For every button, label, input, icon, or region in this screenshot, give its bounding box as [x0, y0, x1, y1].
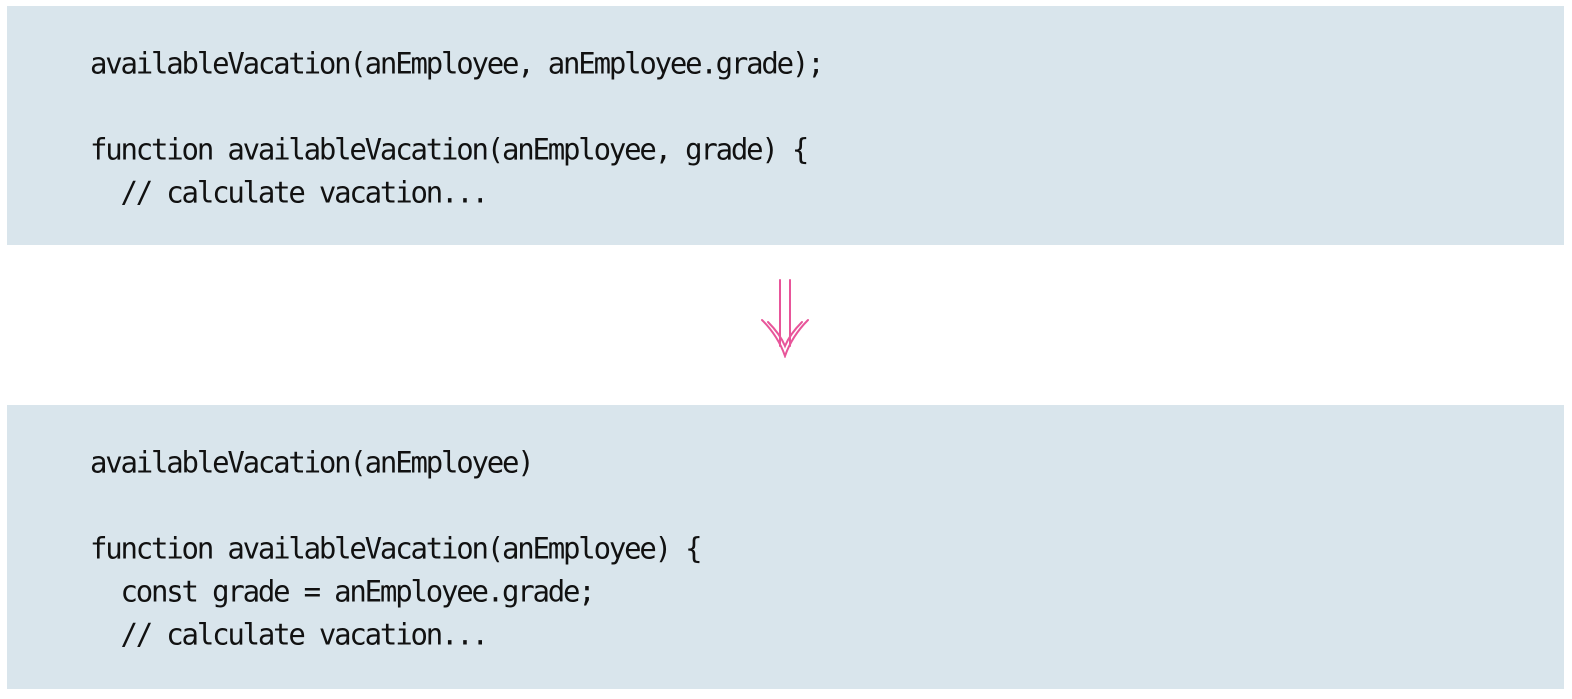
code-panel-before: availableVacation(anEmployee, anEmployee… — [7, 6, 1564, 245]
code-line — [90, 484, 1564, 528]
code-line: availableVacation(anEmployee) — [90, 445, 535, 480]
code-line: // calculate vacation... — [90, 175, 489, 210]
code-line — [90, 85, 1564, 129]
code-line: const grade = anEmployee.grade; — [90, 574, 596, 609]
code-line: function availableVacation(anEmployee, g… — [90, 132, 809, 167]
code-line: // calculate vacation... — [90, 617, 489, 652]
code-line: availableVacation(anEmployee, anEmployee… — [90, 46, 825, 81]
code-line: function availableVacation(anEmployee) { — [90, 531, 703, 566]
code-panel-after: availableVacation(anEmployee) function a… — [7, 405, 1564, 689]
double-down-arrow-icon — [761, 279, 809, 358]
